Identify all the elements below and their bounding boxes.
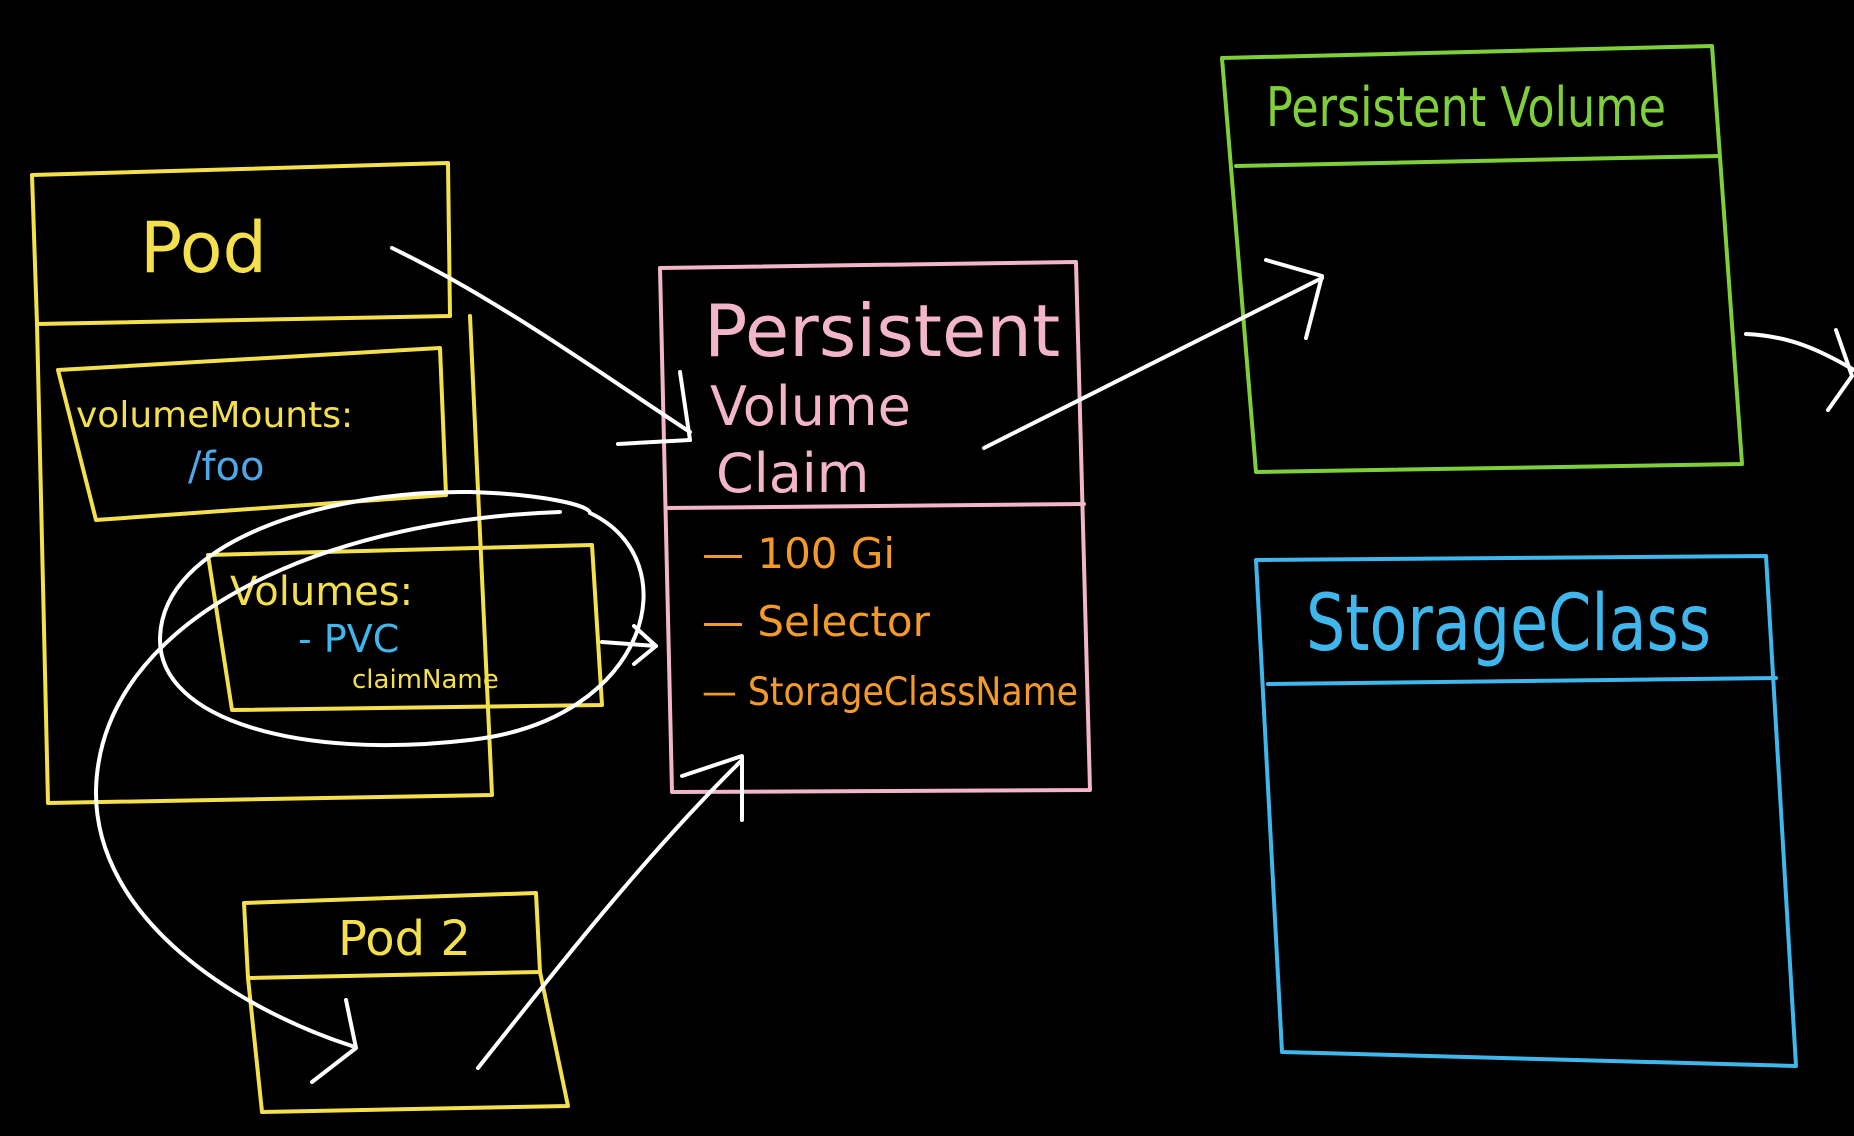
storageclass-box: StorageClass — [1254, 554, 1798, 1068]
pvc-title-line2: Volume — [710, 375, 911, 438]
pod2-box: Pod 2 — [242, 891, 570, 1114]
pod2-title: Pod 2 — [338, 911, 471, 967]
volumes-label: Volumes: — [230, 569, 413, 615]
pvc-box: Persistent Volume Claim — 100 Gi — Selec… — [658, 260, 1092, 794]
arrow-icon — [982, 258, 1324, 450]
pod-title: Pod — [140, 207, 267, 289]
volumes-box: Volumes: - PVC claimName — [206, 543, 604, 712]
pvc-field-storageclassname: — StorageClassName — [702, 670, 1078, 715]
pvc-title-line3: Claim — [716, 442, 869, 505]
volumes-pvc-item: - PVC — [298, 617, 399, 661]
arrow-icon — [600, 624, 658, 666]
arrow-icon — [93, 510, 562, 1084]
pvc-title-line1: Persistent — [704, 289, 1060, 373]
pv-box: Persistent Volume — [1220, 44, 1744, 474]
volumes-claimname: claimName — [352, 665, 499, 695]
pv-title: Persistent Volume — [1266, 76, 1666, 139]
storageclass-title: StorageClass — [1306, 579, 1711, 669]
volume-mounts-path: /foo — [188, 444, 265, 490]
pvc-field-size: — 100 Gi — [702, 529, 895, 578]
volume-mounts-box: volumeMounts: /foo — [56, 346, 448, 522]
ellipse-highlight-icon — [158, 489, 646, 748]
volume-mounts-label: volumeMounts: — [76, 395, 353, 436]
pod-box: Pod volumeMounts: /foo Volumes: - PVC cl… — [30, 161, 604, 805]
arrow-icon — [390, 246, 692, 446]
arrow-icon — [1744, 328, 1854, 412]
arrow-icon — [476, 754, 744, 1070]
pvc-field-selector: — Selector — [702, 597, 931, 646]
